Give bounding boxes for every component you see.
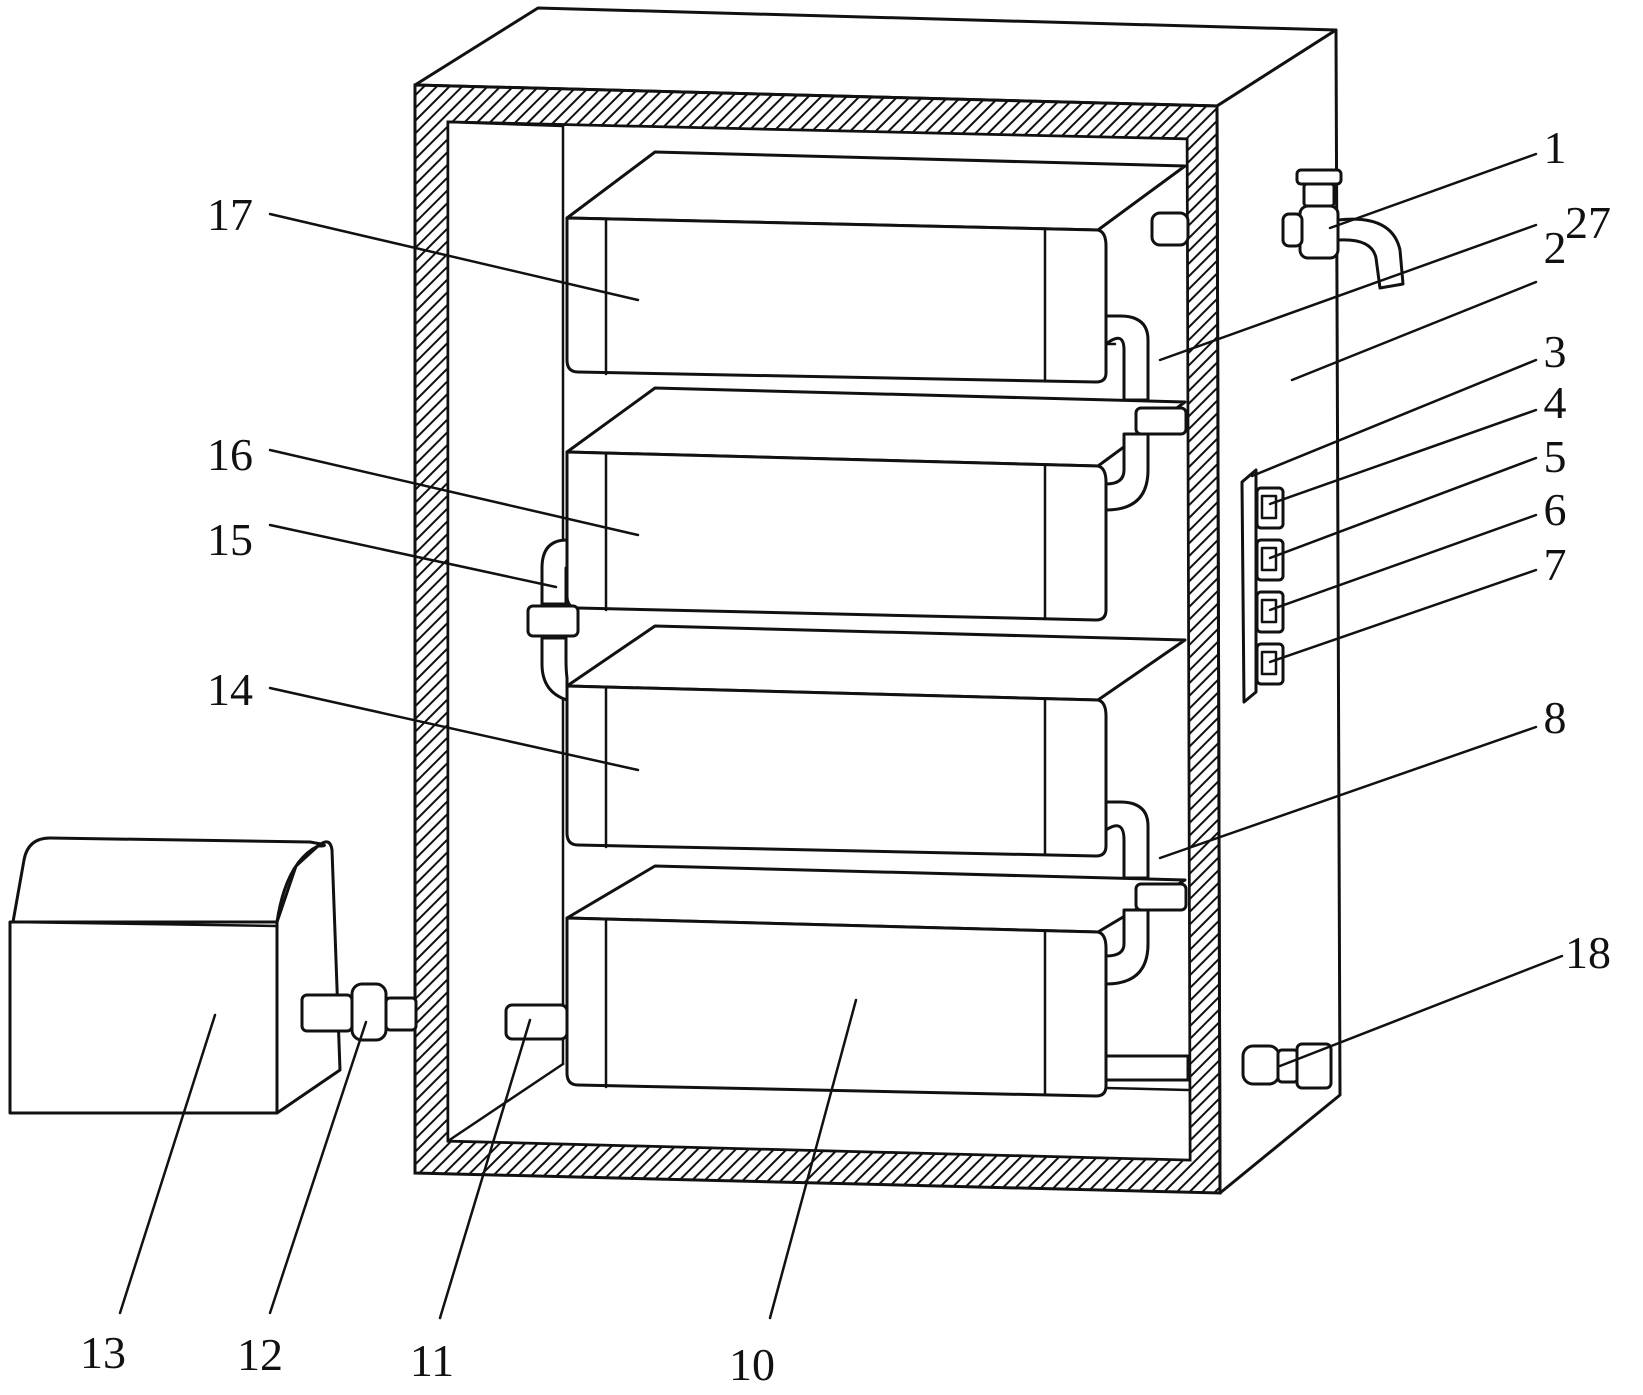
label-13: 13 <box>80 1327 126 1378</box>
external-unit-side <box>275 840 342 1115</box>
label-3: 3 <box>1544 326 1567 377</box>
tray-10 <box>565 864 1187 1098</box>
tray-10-front <box>565 916 1108 1098</box>
label-15: 15 <box>207 514 253 565</box>
connector-12 <box>300 982 418 1042</box>
label-11: 11 <box>410 1335 454 1386</box>
label-16: 16 <box>207 429 253 480</box>
leader-13 <box>118 1013 217 1315</box>
leader-2 <box>1290 280 1538 382</box>
faucet-1 <box>1281 168 1405 290</box>
leader-17 <box>268 212 640 302</box>
leader-6 <box>1268 513 1538 612</box>
leader-27 <box>1158 223 1538 362</box>
drain-valve-18 <box>1241 1042 1333 1090</box>
control-panel-plate <box>1240 468 1258 704</box>
label-27: 27 <box>1565 197 1611 248</box>
external-unit-top-front-edge <box>8 920 279 928</box>
tray-14 <box>565 624 1187 858</box>
connector-8 <box>1134 882 1188 912</box>
inlet-pipe-11 <box>504 1003 569 1041</box>
leader-14 <box>268 686 640 772</box>
leader-3 <box>1250 358 1538 478</box>
external-unit-front <box>8 920 279 1115</box>
leader-12 <box>268 1020 368 1315</box>
control-panel <box>1240 468 1285 704</box>
faucet-side-nozzle <box>1281 212 1304 248</box>
faucet-body <box>1298 204 1340 260</box>
leader-18 <box>1278 954 1564 1068</box>
leader-4 <box>1268 408 1538 506</box>
pipe-loop-15 <box>526 538 580 702</box>
pipe-elbow-8 <box>1104 800 1188 986</box>
label-10: 10 <box>729 1339 775 1390</box>
connector-27 <box>1134 406 1188 436</box>
faucet-handle <box>1295 168 1343 186</box>
label-5: 5 <box>1544 431 1567 482</box>
pipe-stub-upper-right <box>1150 211 1190 247</box>
pipe-bottom-right <box>1104 1054 1190 1092</box>
leader-7 <box>1268 568 1538 664</box>
label-1: 1 <box>1544 122 1567 173</box>
reference-labels: 1 27 2 3 4 5 6 7 8 18 17 16 15 14 13 12 … <box>80 122 1611 1390</box>
label-2: 2 <box>1544 222 1567 273</box>
tray-17-front <box>565 216 1108 384</box>
faucet-stem <box>1302 182 1336 208</box>
label-12: 12 <box>237 1329 283 1380</box>
label-8: 8 <box>1544 692 1567 743</box>
faucet-spout <box>1336 217 1405 290</box>
leader-1 <box>1328 152 1538 230</box>
tray-16-front <box>565 450 1108 622</box>
external-unit-13 <box>8 836 342 1115</box>
label-6: 6 <box>1544 484 1567 535</box>
leader-10 <box>768 998 858 1320</box>
tray-14-front <box>565 684 1108 858</box>
label-14: 14 <box>207 664 253 715</box>
connector-15 <box>526 604 580 638</box>
leader-11 <box>438 1018 532 1320</box>
leader-5 <box>1268 456 1538 560</box>
label-7: 7 <box>1544 539 1567 590</box>
leader-8 <box>1158 725 1538 860</box>
leader-16 <box>268 448 640 537</box>
tray-16 <box>565 386 1187 622</box>
leader-15 <box>268 523 558 589</box>
tray-17-top <box>565 150 1187 232</box>
label-18: 18 <box>1565 927 1611 978</box>
interior-back-edge-top <box>446 120 565 128</box>
tray-17 <box>565 150 1187 384</box>
label-4: 4 <box>1544 377 1567 428</box>
label-17: 17 <box>207 189 253 240</box>
external-unit-top <box>11 836 326 924</box>
leader-lines <box>118 152 1564 1320</box>
pipe-elbow-27 <box>1104 314 1188 512</box>
